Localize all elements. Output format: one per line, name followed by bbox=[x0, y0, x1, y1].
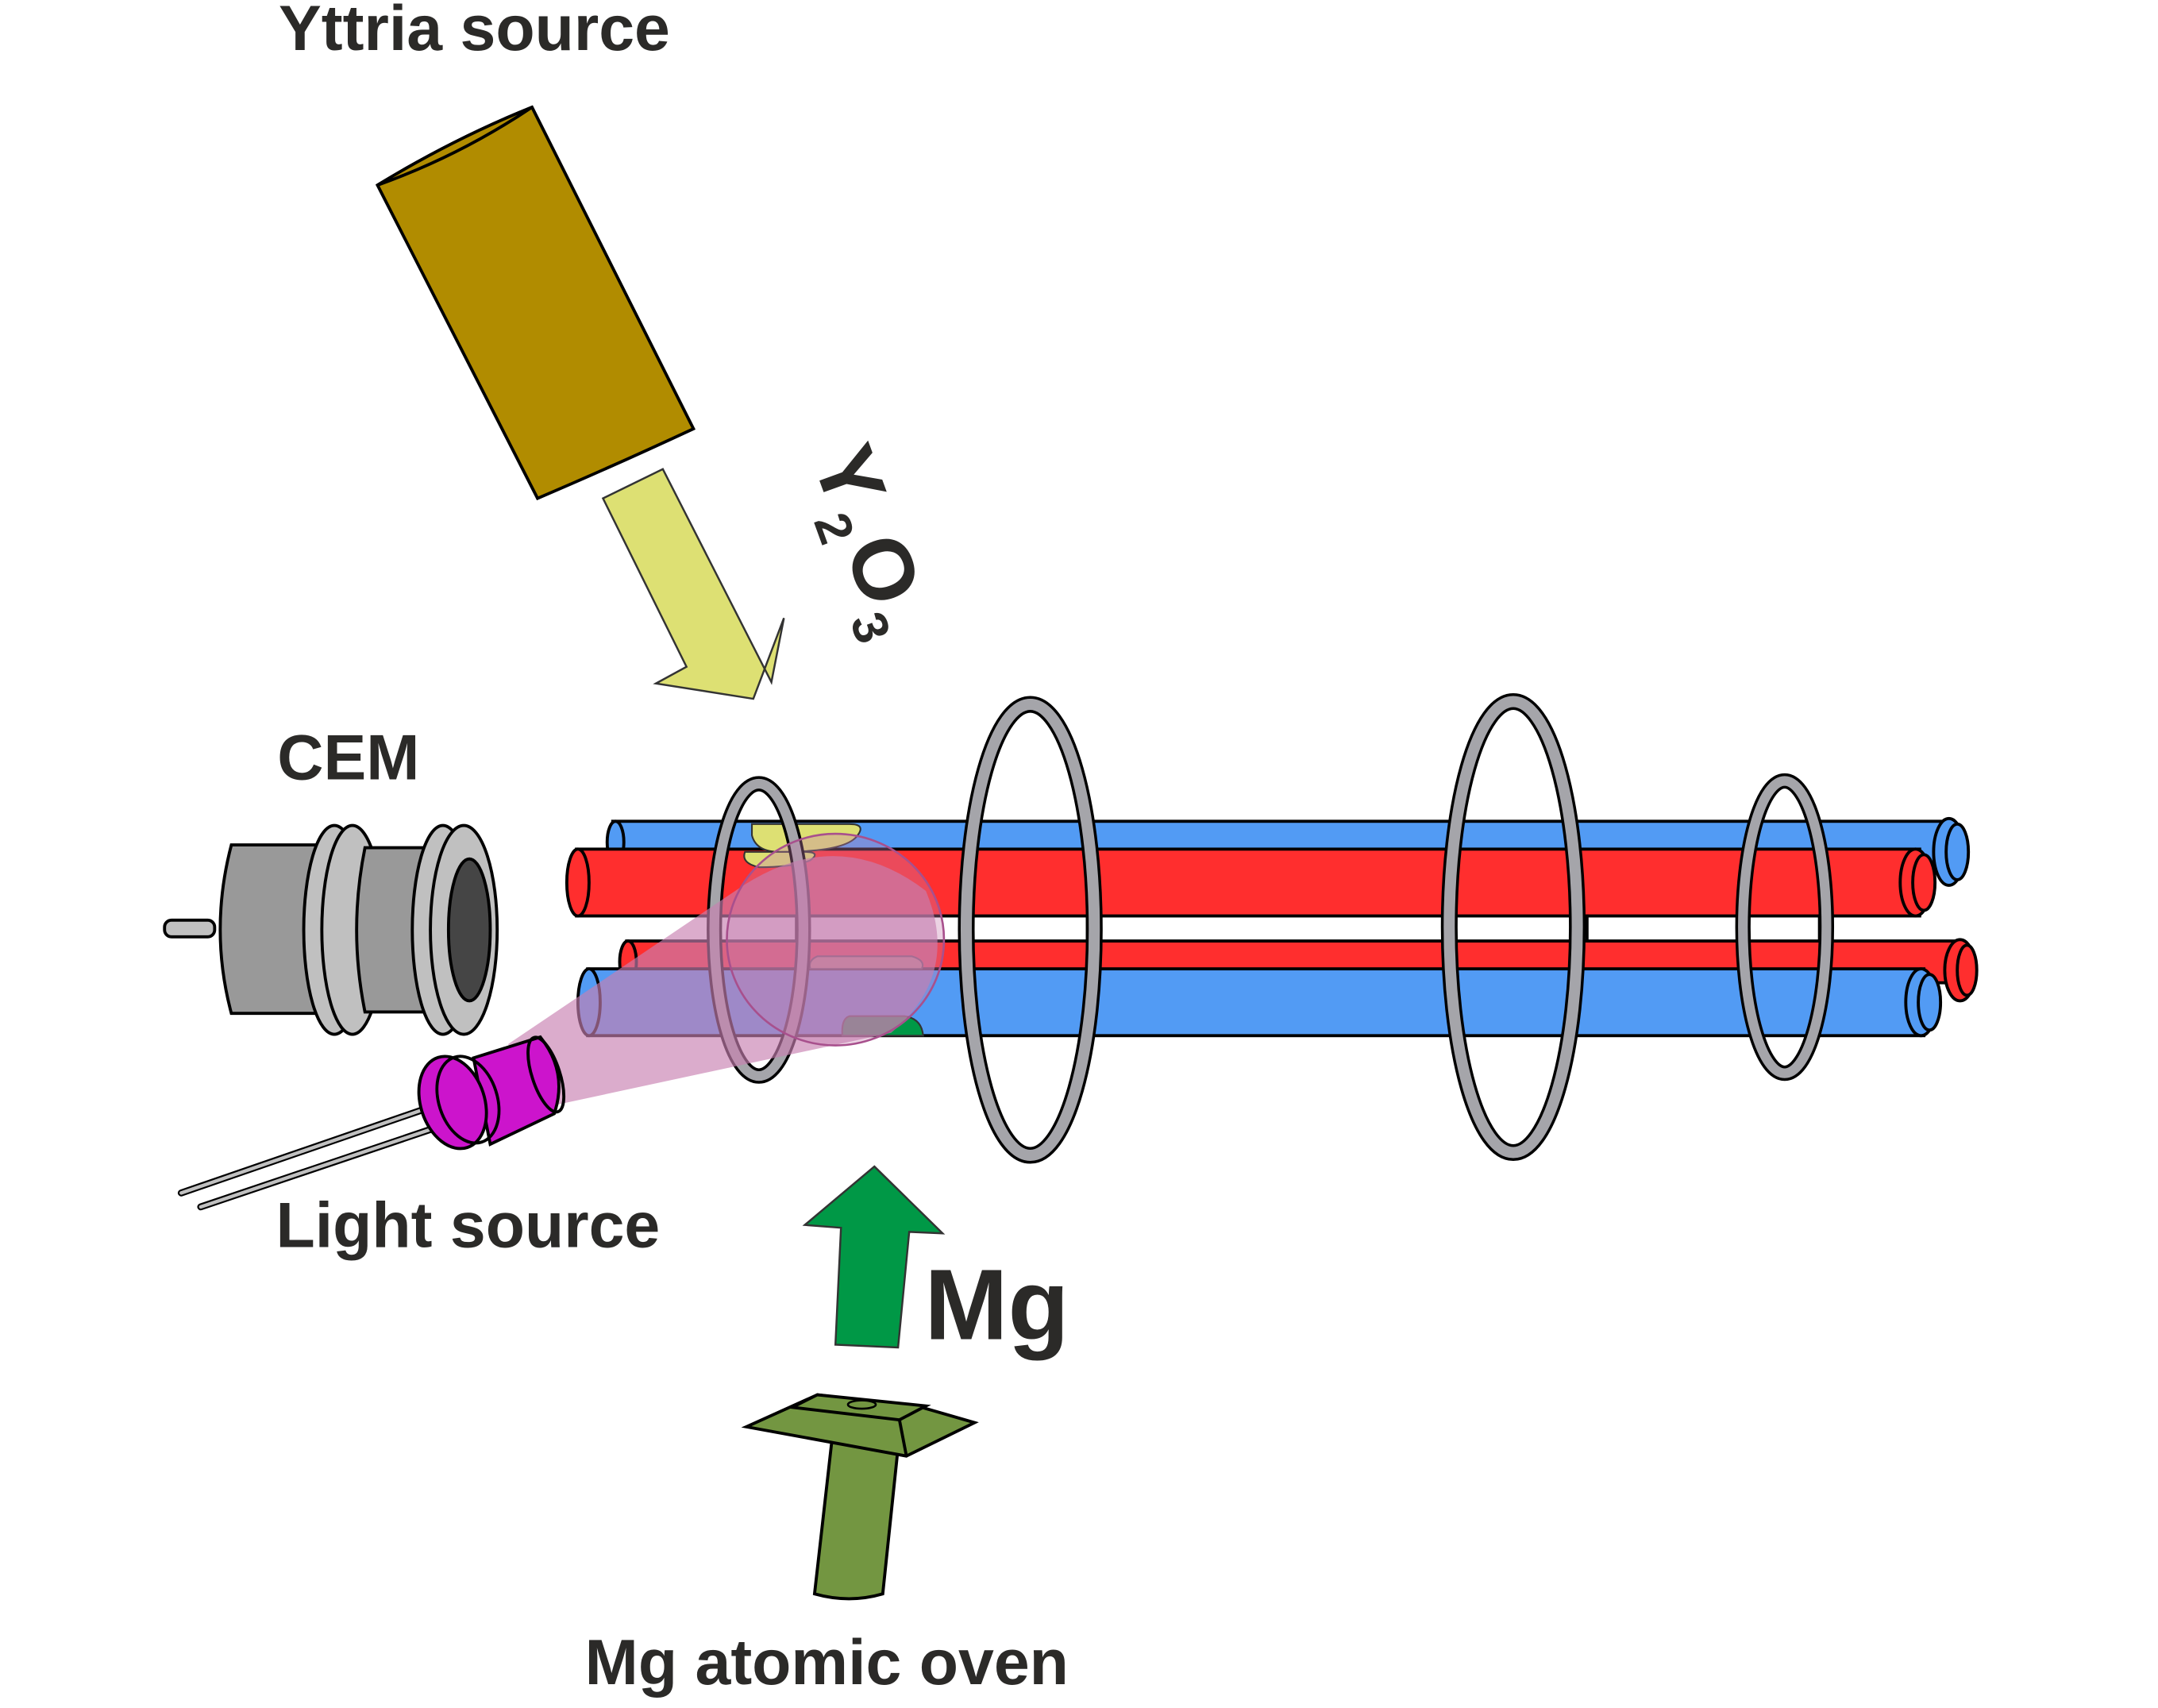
ring-electrode-3 bbox=[1440, 693, 1586, 1162]
yttria-source-cylinder bbox=[375, 105, 696, 501]
light-beam bbox=[508, 856, 938, 1114]
cem-detector bbox=[163, 823, 499, 1036]
mg-label: Mg bbox=[924, 1248, 1069, 1360]
mg-atomic-oven bbox=[741, 1393, 979, 1601]
light-spot bbox=[726, 832, 946, 1047]
ring-electrode-4 bbox=[1735, 773, 1835, 1081]
light-source-led bbox=[177, 1035, 566, 1211]
yttria-source-label: Yttria source bbox=[279, 0, 670, 64]
mg-oven-label: Mg atomic oven bbox=[585, 1627, 1069, 1698]
ring-electrode-2 bbox=[958, 696, 1103, 1164]
yttria-arrow bbox=[601, 468, 785, 700]
mg-arrow bbox=[802, 1165, 946, 1349]
cem-label: CEM bbox=[277, 723, 419, 794]
light-source-label: Light source bbox=[276, 1190, 660, 1262]
y2o3-y: Y bbox=[794, 433, 904, 519]
y2o3-label: Y 2 O 3 bbox=[794, 433, 939, 650]
